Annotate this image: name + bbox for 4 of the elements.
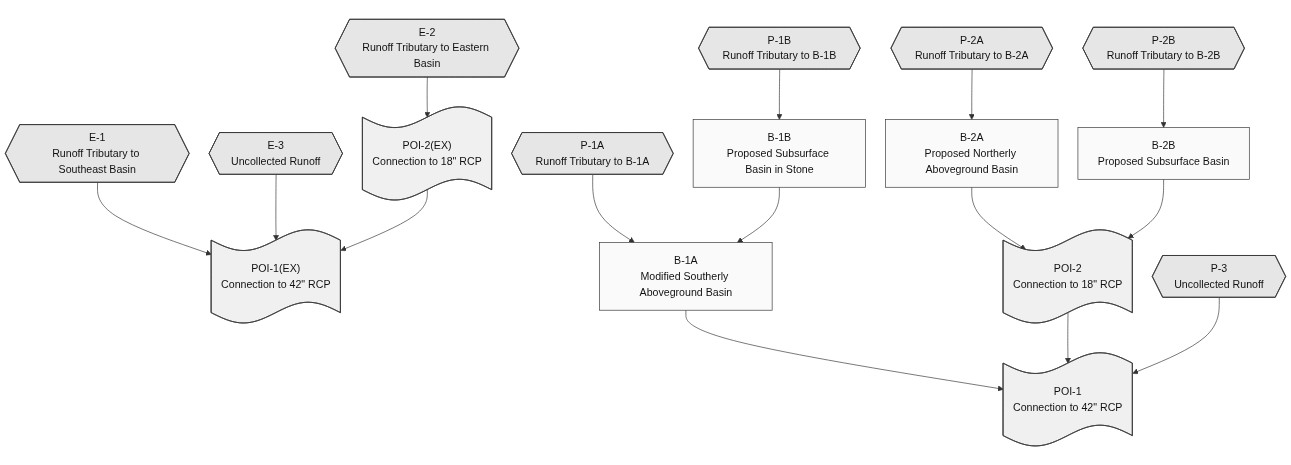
node-box: B-1B Proposed Subsurface Basin in Stone (692, 119, 866, 188)
node-box: B-2A Proposed Northerly Aboveground Basin (885, 119, 1059, 188)
node-box: B-1A Modified Southerly Aboveground Basin (599, 242, 773, 311)
node-box: B-2B Proposed Subsurface Basin (1077, 127, 1250, 180)
